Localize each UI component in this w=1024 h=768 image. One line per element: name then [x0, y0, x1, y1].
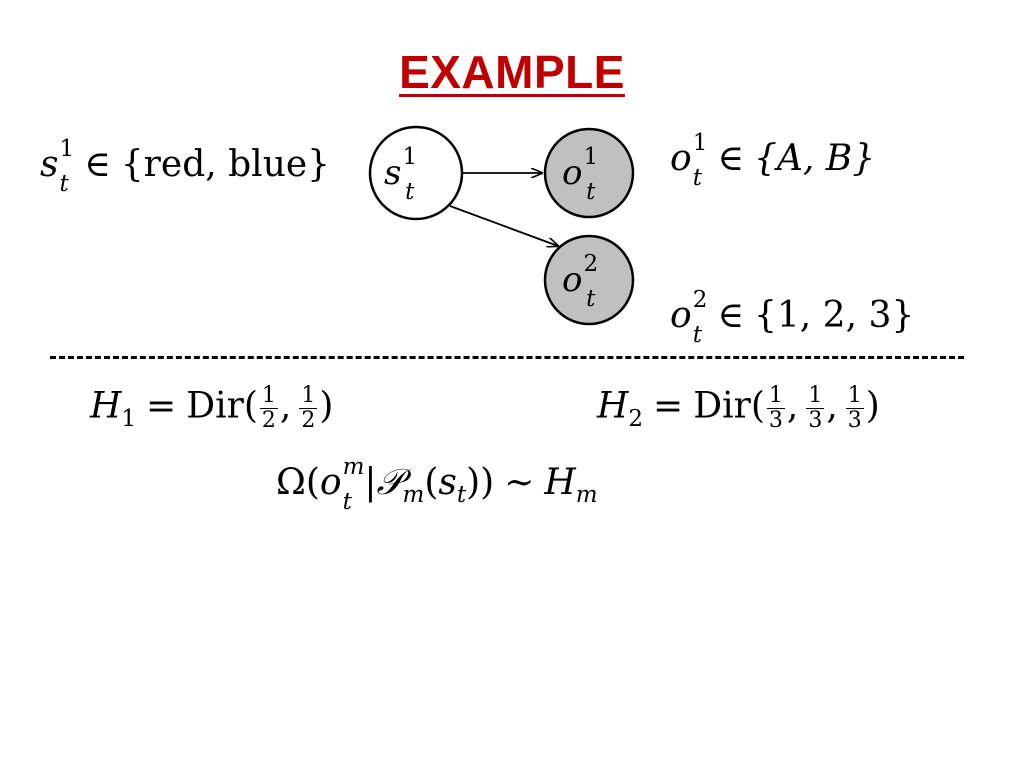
slide-title: EXAMPLE [399, 46, 625, 98]
element-of-symbol: ∈ [717, 138, 744, 179]
observation-node-2 [543, 234, 635, 326]
obs2-var: o [670, 295, 692, 336]
state-value-set: {red, blue} [120, 144, 331, 185]
state-superscript: 1 [59, 136, 75, 162]
element-of-symbol: ∈ [84, 144, 111, 185]
obs2-superscript: 2 [692, 287, 708, 313]
dashed-divider [50, 356, 964, 359]
obs2-subscript: t [692, 322, 702, 348]
obs1-var: o [670, 138, 692, 179]
state-var: s [40, 144, 59, 185]
obs1-superscript: 1 [692, 130, 708, 156]
obs2-value-set: {1, 2, 3} [753, 295, 915, 336]
edge-s1-to-o2 [449, 205, 558, 246]
obs1-value-set: {A, B} [753, 138, 876, 179]
obs1-subscript: t [692, 165, 702, 191]
element-of-symbol: ∈ [717, 295, 744, 336]
observation-node-1 [543, 127, 635, 219]
state-subscript: t [59, 171, 69, 197]
state-node [368, 125, 464, 221]
